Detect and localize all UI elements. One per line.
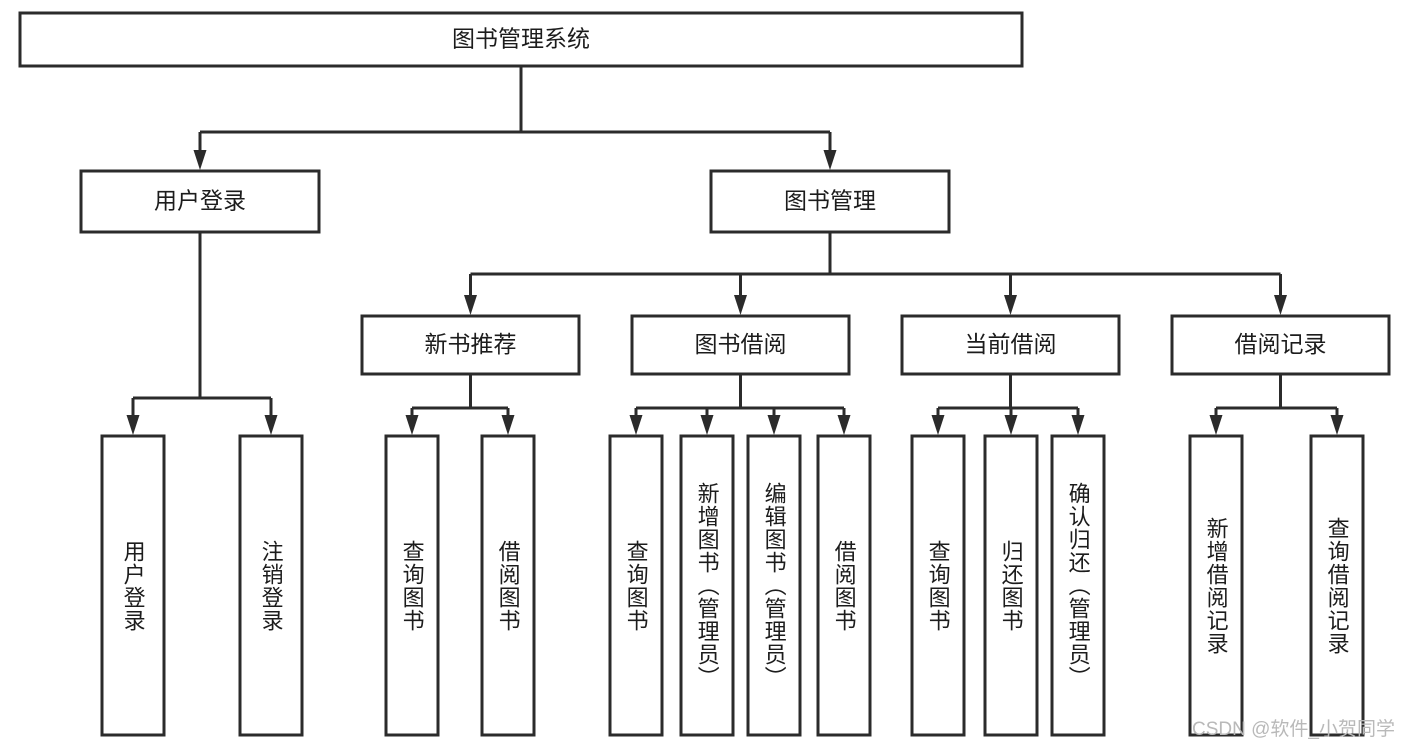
node-box-leaf-borrow-book[interactable] — [816, 434, 872, 737]
node-label-book-borrow: 图书借阅 — [695, 331, 787, 357]
boxes-layer — [18, 11, 1391, 737]
node-box-user-login[interactable] — [79, 169, 321, 234]
node-box-root[interactable] — [18, 11, 1024, 68]
node-label-root: 图书管理系统 — [452, 26, 590, 52]
node-box-current-borrow[interactable] — [900, 314, 1121, 376]
node-box-leaf-add-borrow-record[interactable] — [1188, 434, 1244, 737]
csdn-watermark: CSDN @软件_小贺同学 — [1192, 719, 1395, 740]
node-box-leaf-add-book[interactable] — [679, 434, 735, 737]
edges-layer — [126, 66, 1344, 435]
node-box-leaf-edit-book[interactable] — [746, 434, 802, 737]
node-box-leaf-query-borrow-record[interactable] — [1309, 434, 1365, 737]
arrow-head-icon — [837, 415, 851, 435]
node-label-user-login: 用户登录 — [154, 188, 246, 214]
arrow-head-icon — [931, 415, 945, 435]
arrow-head-icon — [700, 415, 714, 435]
node-box-new-book-recommend[interactable] — [360, 314, 581, 376]
node-box-book-manage[interactable] — [709, 169, 951, 234]
arrow-head-icon — [767, 415, 781, 435]
node-box-leaf-confirm-return[interactable] — [1050, 434, 1106, 737]
node-box-borrow-record[interactable] — [1170, 314, 1391, 376]
node-box-leaf-query-book-current[interactable] — [910, 434, 966, 737]
arrow-head-icon — [264, 415, 278, 435]
node-label-book-manage: 图书管理 — [784, 188, 876, 214]
node-box-leaf-query-book-rec[interactable] — [384, 434, 440, 737]
node-box-book-borrow[interactable] — [630, 314, 851, 376]
arrow-head-icon — [1330, 415, 1344, 435]
arrow-head-icon — [1004, 415, 1018, 435]
arrow-head-icon — [1004, 295, 1017, 315]
arrow-head-icon — [193, 150, 207, 170]
arrow-head-icon — [405, 415, 419, 435]
node-box-leaf-query-book-borrow[interactable] — [608, 434, 664, 737]
node-box-leaf-user-logout[interactable] — [238, 434, 304, 737]
arrow-head-icon — [1071, 415, 1085, 435]
arrow-head-icon — [734, 295, 747, 315]
arrow-head-icon — [126, 415, 140, 435]
arrow-head-icon — [1274, 295, 1287, 315]
node-label-current-borrow: 当前借阅 — [965, 331, 1057, 357]
arrow-head-icon — [1209, 415, 1223, 435]
arrow-head-icon — [501, 415, 515, 435]
arrow-head-icon — [823, 150, 837, 170]
node-box-leaf-return-book[interactable] — [983, 434, 1039, 737]
node-label-new-book-recommend: 新书推荐 — [425, 331, 517, 357]
node-label-borrow-record: 借阅记录 — [1235, 331, 1327, 357]
node-box-leaf-user-login[interactable] — [100, 434, 166, 737]
arrow-head-icon — [464, 295, 477, 315]
node-box-leaf-borrow-book-rec[interactable] — [480, 434, 536, 737]
arrow-head-icon — [629, 415, 643, 435]
